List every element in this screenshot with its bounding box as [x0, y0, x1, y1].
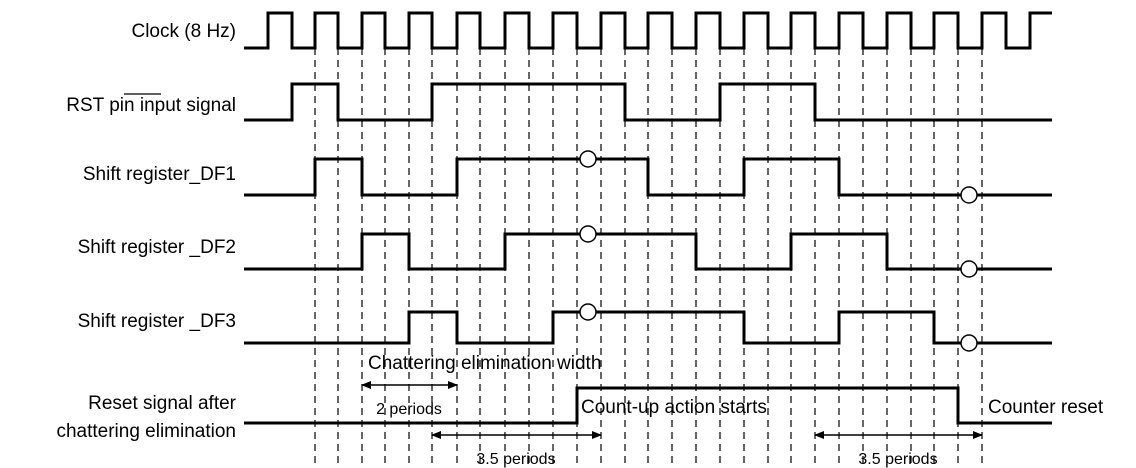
counter-reset-label: Counter reset: [988, 397, 1104, 418]
waveforms: [244, 11, 1052, 425]
df1-label: Shift register_DF1: [83, 164, 236, 185]
rst-overbar-text: RST: [66, 95, 104, 116]
annotations: Chattering elimination width 2 periods 3…: [368, 353, 1104, 468]
df3-waveform: [244, 310, 1052, 345]
count-up-label: Count-up action starts: [581, 397, 767, 418]
df2-label: Shift register _DF2: [78, 237, 236, 258]
sample-marker: [579, 303, 597, 321]
three-half-periods-label-a: 3.5 periods: [476, 451, 555, 468]
sample-marker: [960, 260, 978, 278]
three-half-periods-label-b: 3.5 periods: [858, 451, 937, 468]
sample-marker: [579, 150, 597, 168]
reset-signal-waveform: [244, 386, 1052, 425]
clock-waveform: [244, 11, 1052, 50]
chattering-width-label: Chattering elimination width: [368, 353, 601, 374]
two-periods-label: 2 periods: [376, 401, 442, 418]
sample-marker: [579, 225, 597, 243]
rst-pin-waveform: [244, 82, 1052, 122]
rst-pin-label: RST pin input signal: [66, 95, 236, 116]
sample-markers: [579, 150, 978, 352]
reset-signal-label-line2: chattering elimination: [56, 421, 236, 442]
signal-labels: Clock (8 Hz) RST pin input signal Shift …: [56, 21, 236, 442]
df1-waveform: [244, 157, 1052, 197]
sample-marker: [960, 186, 978, 204]
sample-marker: [960, 334, 978, 352]
reset-signal-label-line1: Reset signal after: [88, 393, 237, 414]
period-arrows: [361, 381, 983, 439]
clock-label: Clock (8 Hz): [131, 21, 236, 42]
df2-waveform: [244, 232, 1052, 271]
rst-label-rest: pin input signal: [104, 95, 236, 116]
df3-label: Shift register _DF3: [78, 311, 236, 332]
